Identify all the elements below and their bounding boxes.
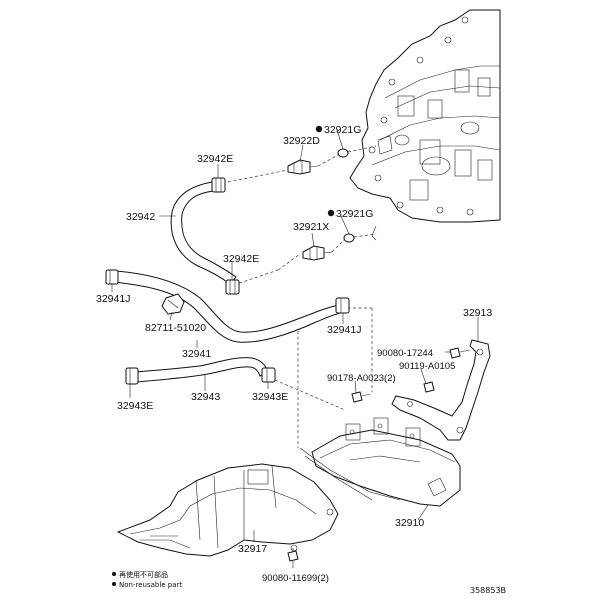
label-90080-11699: 90080-11699(2) bbox=[262, 573, 329, 584]
label-32917: 32917 bbox=[238, 543, 267, 555]
clamp-32941j-right bbox=[335, 297, 350, 314]
legend-marker-en bbox=[112, 582, 116, 586]
label-32921x: 32921X bbox=[293, 221, 329, 233]
legend-non-reusable-jp: 再使用不可部品 bbox=[119, 570, 168, 579]
label-32941j-left: 32941J bbox=[96, 293, 130, 305]
bolt-90178-a0023 bbox=[351, 391, 371, 403]
label-90119-a0105: 90119-A0105 bbox=[399, 361, 455, 372]
leader-lines bbox=[111, 129, 479, 542]
clip-82711-51020 bbox=[161, 293, 185, 315]
bolt-90080-17244 bbox=[449, 347, 471, 359]
label-32913: 32913 bbox=[463, 307, 492, 319]
union-fitting-32922d bbox=[287, 159, 319, 175]
clamp-32943e-right bbox=[261, 367, 276, 383]
label-32942e-lower: 32942E bbox=[223, 253, 259, 265]
hose-32942 bbox=[170, 181, 237, 285]
undercover-32917 bbox=[116, 463, 339, 557]
nut-90119-a0105 bbox=[423, 381, 435, 393]
label-32941j-right: 32941J bbox=[327, 324, 361, 336]
clamp-32942e-lower bbox=[225, 279, 240, 295]
bracket-32913 bbox=[391, 339, 491, 441]
label-32922d: 32922D bbox=[283, 135, 320, 147]
union-fitting-32921x bbox=[302, 245, 333, 261]
bolt-90080-11699 bbox=[287, 550, 299, 568]
label-90080-17244: 90080-17244 bbox=[377, 348, 433, 359]
legend-non-reusable-en: Non-reusable part bbox=[119, 581, 182, 589]
label-32941: 32941 bbox=[182, 348, 211, 360]
cooler-32910 bbox=[299, 417, 461, 507]
label-32921g-lower: 32921G bbox=[336, 208, 373, 220]
label-32942e-upper: 32942E bbox=[197, 153, 233, 165]
diagram-id: 358853B bbox=[470, 586, 506, 595]
label-32942: 32942 bbox=[126, 211, 155, 223]
legend-marker-jp bbox=[112, 572, 116, 576]
label-32910: 32910 bbox=[395, 517, 424, 529]
label-82711-51020: 82711-51020 bbox=[145, 322, 206, 334]
label-32943e-left: 32943E bbox=[117, 400, 153, 412]
clamp-32941j-left bbox=[105, 269, 119, 285]
label-90178-a0023: 90178-A0023(2) bbox=[327, 373, 396, 384]
transmission-housing bbox=[349, 9, 501, 241]
clamp-32942e-upper bbox=[211, 177, 226, 193]
non-reusable-marker bbox=[327, 209, 335, 217]
gasket-32921g-lower bbox=[343, 233, 355, 243]
gasket-32921g-upper bbox=[337, 148, 349, 158]
label-32943: 32943 bbox=[191, 391, 220, 403]
non-reusable-marker bbox=[315, 125, 323, 133]
clamp-32943e-left bbox=[125, 367, 139, 385]
label-32943e-right: 32943E bbox=[252, 391, 288, 403]
label-32921g-upper: 32921G bbox=[324, 124, 361, 136]
hose-32943 bbox=[135, 357, 269, 383]
